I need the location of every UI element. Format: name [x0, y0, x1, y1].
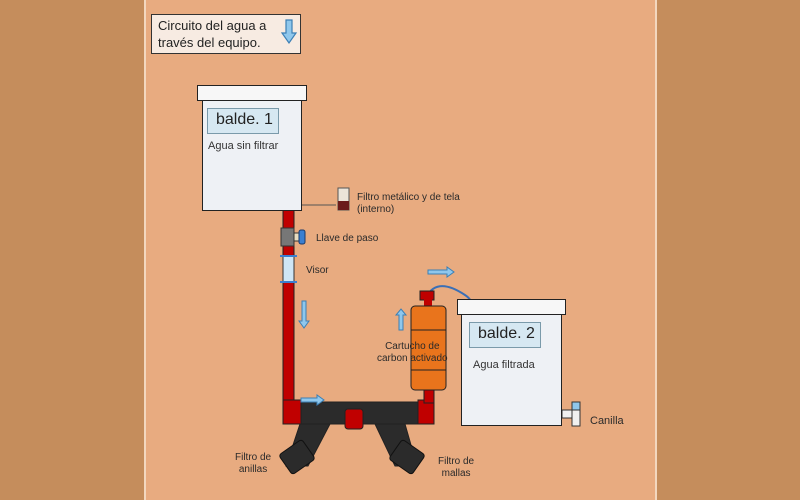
label-visor: Visor — [306, 265, 329, 276]
ring-filter — [279, 423, 331, 475]
background-left — [0, 0, 145, 500]
panel-edge-left — [144, 0, 146, 500]
title-line-1: Circuito del agua a — [158, 18, 267, 33]
faucet-icon — [561, 401, 581, 427]
sight-glass — [282, 255, 295, 283]
mesh-filter — [374, 423, 425, 475]
title-line-2: través del equipo. — [158, 35, 261, 50]
union-fitting — [344, 408, 364, 430]
panel-edge-right — [655, 0, 657, 500]
label-cartucho: Cartucho de carbon activado — [377, 341, 448, 364]
valve-handle-icon — [298, 229, 306, 245]
valve-body — [280, 227, 295, 247]
background-right — [657, 0, 800, 500]
label-filtro-mallas: Filtro de mallas — [438, 456, 475, 479]
bucket-2-tag: balde. 2 — [469, 322, 541, 348]
bucket-1-lid — [197, 85, 307, 101]
bucket-1-subtitle: Agua sin filtrar — [208, 140, 279, 152]
bucket-2-lid — [457, 299, 566, 315]
bucket-1-tag: balde. 1 — [207, 108, 279, 134]
label-canilla: Canilla — [590, 415, 624, 427]
label-filtro-metalico: Filtro metálico y de tela (interno) — [357, 192, 460, 215]
bucket-2-subtitle: Agua filtrada — [473, 359, 535, 371]
down-arrow-icon — [280, 19, 298, 45]
title-box: Circuito del agua a través del equipo. — [151, 14, 301, 54]
label-filtro-anillas: Filtro de anillas — [235, 452, 272, 475]
label-llave-de-paso: Llave de paso — [316, 233, 379, 244]
carbon-cartridge — [410, 305, 447, 391]
